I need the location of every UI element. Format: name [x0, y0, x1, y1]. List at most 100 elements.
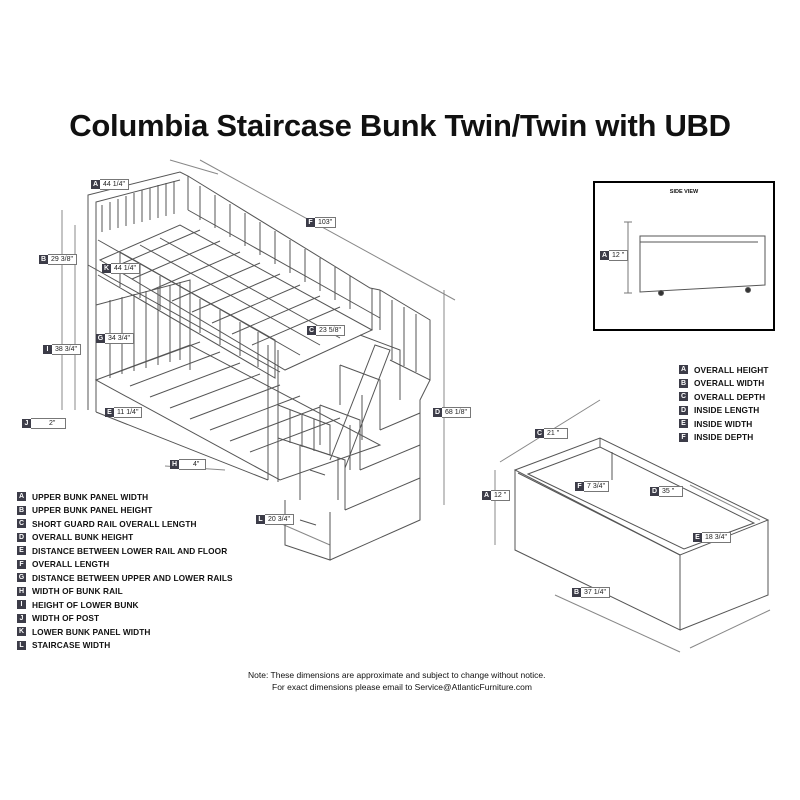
note-line-2: For exact dimensions please email to Ser… — [272, 682, 532, 692]
legend-text: WIDTH OF BUNK RAIL — [32, 586, 123, 597]
tag-letter: K — [102, 264, 111, 273]
tag-letter: J — [22, 419, 31, 428]
legend-text: LOWER BUNK PANEL WIDTH — [32, 626, 151, 637]
legend-letter: K — [17, 627, 26, 637]
legend-item: B UPPER BUNK PANEL HEIGHT — [17, 504, 233, 518]
bunk-bed-legend: A UPPER BUNK PANEL WIDTH B UPPER BUNK PANE… — [17, 490, 233, 652]
legend-text: HEIGHT OF LOWER BUNK — [32, 599, 139, 610]
legend-text: UPPER BUNK PANEL HEIGHT — [32, 505, 153, 516]
tag-letter: A — [600, 251, 609, 260]
tag-value: 68 1/8" — [442, 407, 471, 418]
tag-letter: C — [535, 429, 544, 438]
legend-letter: E — [17, 546, 26, 556]
legend-item: J WIDTH OF POST — [17, 612, 233, 626]
tag-letter: H — [170, 460, 179, 469]
legend-letter: L — [17, 640, 26, 650]
legend-text: OVERALL HEIGHT — [694, 364, 769, 375]
tag-value: 11 1/4" — [114, 407, 143, 418]
legend-text: OVERALL LENGTH — [32, 559, 110, 570]
tag-value: 29 3/8" — [48, 254, 77, 265]
tag-value: 23 5/8" — [316, 325, 345, 336]
tag-value: 20 3/4" — [265, 514, 294, 525]
tag-value: 44 1/4" — [111, 263, 140, 274]
tag-value: 44 1/4" — [100, 179, 129, 190]
legend-letter: F — [17, 559, 26, 569]
legend-text: OVERALL WIDTH — [694, 378, 765, 389]
tag-letter: L — [256, 515, 265, 524]
tag-letter: G — [96, 334, 105, 343]
side-view-title: SIDE VIEW — [669, 189, 699, 195]
legend-letter: A — [679, 365, 688, 375]
legend-letter: E — [679, 419, 688, 429]
legend-text: STAIRCASE WIDTH — [32, 640, 111, 651]
legend-item: A OVERALL HEIGHT — [679, 363, 769, 377]
tag-letter: F — [575, 482, 584, 491]
tag-letter: E — [105, 408, 114, 417]
legend-letter: C — [17, 519, 26, 529]
legend-letter: H — [17, 586, 26, 596]
legend-letter: C — [679, 392, 688, 402]
tag-letter: E — [693, 533, 702, 542]
tag-letter: B — [572, 588, 581, 597]
drawer-legend: A OVERALL HEIGHT B OVERALL WIDTH C OVERALL … — [679, 363, 769, 444]
legend-letter: A — [17, 492, 26, 502]
tag-value: 12 " — [491, 490, 511, 501]
tag-letter: B — [39, 255, 48, 264]
legend-text: INSIDE WIDTH — [694, 418, 753, 429]
tag-value: 35 " — [659, 486, 684, 497]
tag-value: 2" — [31, 418, 67, 429]
tag-letter: D — [433, 408, 442, 417]
tag-value: 12 " — [609, 250, 629, 261]
legend-letter: G — [17, 573, 26, 583]
legend-item: I HEIGHT OF LOWER BUNK — [17, 598, 233, 612]
legend-text: DISTANCE BETWEEN UPPER AND LOWER RAILS — [32, 572, 233, 583]
legend-item: A UPPER BUNK PANEL WIDTH — [17, 490, 233, 504]
tag-value: 37 1/4" — [581, 587, 610, 598]
legend-text: WIDTH OF POST — [32, 613, 100, 624]
tag-letter: A — [91, 180, 100, 189]
legend-letter: I — [17, 600, 26, 610]
tag-value: 4" — [179, 459, 207, 470]
legend-item: L STAIRCASE WIDTH — [17, 639, 233, 653]
tag-letter: C — [307, 326, 316, 335]
legend-text: OVERALL DEPTH — [694, 391, 766, 402]
tag-letter: F — [306, 218, 315, 227]
legend-text: INSIDE DEPTH — [694, 432, 754, 443]
legend-item: K LOWER BUNK PANEL WIDTH — [17, 625, 233, 639]
tag-value: 38 3/4" — [52, 344, 81, 355]
legend-letter: J — [17, 613, 26, 623]
tag-value: 21 " — [544, 428, 569, 439]
legend-item: C OVERALL DEPTH — [679, 390, 769, 404]
legend-letter: B — [17, 505, 26, 515]
diagram-title: Columbia Staircase Bunk Twin/Twin with U… — [69, 108, 731, 143]
tag-value: 103" — [315, 217, 337, 228]
legend-item: G DISTANCE BETWEEN UPPER AND LOWER RAILS — [17, 571, 233, 585]
tag-letter: A — [482, 491, 491, 500]
legend-letter: B — [679, 378, 688, 388]
legend-text: UPPER BUNK PANEL WIDTH — [32, 491, 149, 502]
note-line-1: Note: These dimensions are approximate a… — [248, 670, 546, 680]
tag-value: 7 3/4" — [584, 481, 610, 492]
side-view-panel: SIDE VIEW — [593, 181, 775, 331]
